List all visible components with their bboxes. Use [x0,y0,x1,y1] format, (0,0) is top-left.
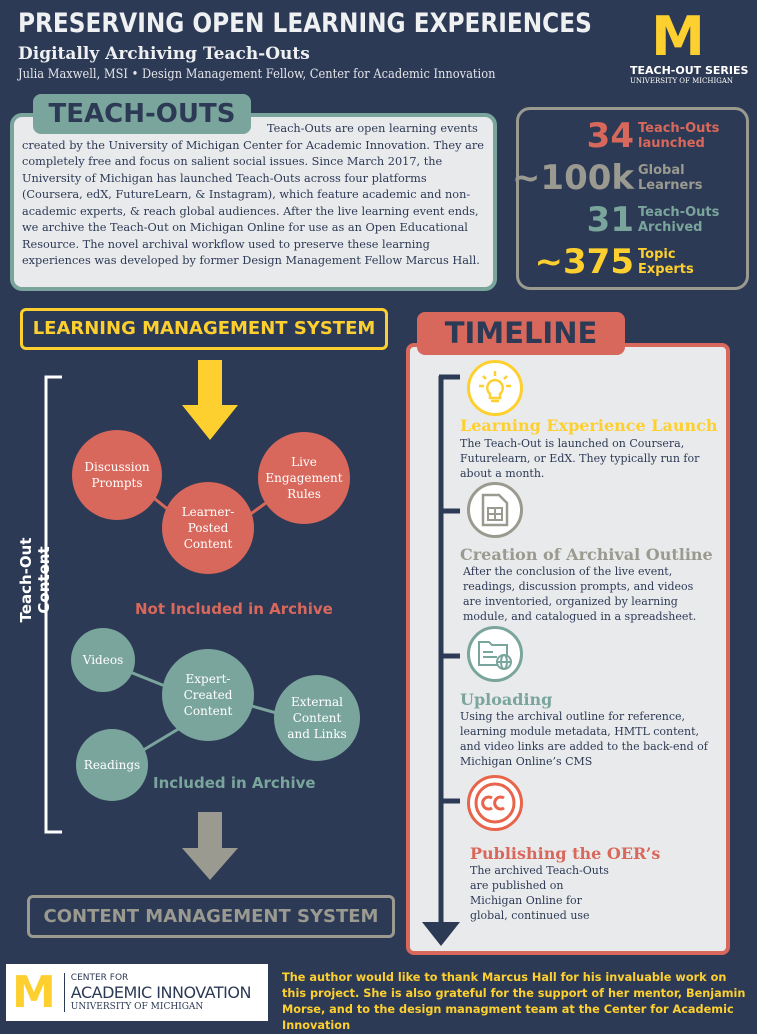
web-folder-icon [467,626,523,682]
not-included-label: Not Included in Archive [135,600,333,618]
step-title: Creation of Archival Outline [460,545,713,564]
connector-line [139,726,181,754]
university-label: UNIVERSITY OF MICHIGAN [630,77,734,85]
academic-innovation-logo: M CENTER FOR ACADEMIC INNOVATION UNIVERS… [6,964,268,1021]
gray-down-arrow [182,812,238,880]
step-title: Publishing the OER’s [470,844,661,863]
stat-value: ~100k [511,158,634,198]
poster-subtitle: Digitally Archiving Teach-Outs [18,44,310,64]
lms-box: LEARNING MANAGEMENT SYSTEM [20,308,388,350]
step-text: After the conclusion of the live event, … [463,565,697,623]
poster-title: PRESERVING OPEN LEARNING EXPERIENCES [18,8,592,39]
timeline-heading: TIMELINE [417,312,625,355]
expert-created-circle: Expert-Created Content [162,649,254,741]
block-m-logo: M [12,966,56,1018]
step-text: The archived Teach-Outs are published on… [470,864,609,922]
step-text: Using the archival outline for reference… [460,710,708,768]
logo-top: CENTER FOR [70,973,129,983]
step-title: Uploading [460,690,553,709]
creative-commons-icon [467,775,523,831]
learner-posted-circle: Learner-Posted Content [162,482,254,574]
spreadsheet-icon [467,482,523,538]
acknowledgements: The author would like to thank Marcus Ha… [282,971,746,1032]
series-label: TEACH-OUT SERIES [630,64,749,77]
readings-circle: Readings [76,729,148,801]
included-label: Included in Archive [153,774,316,792]
logo-bottom: UNIVERSITY OF MICHIGAN [70,1002,204,1012]
discussion-prompts-circle: Discussion Prompts [72,430,162,520]
intro-box: Teach-Outs are open learning events crea… [10,113,497,291]
lightbulb-icon [467,360,523,416]
intro-heading: TEACH-OUTS [33,94,251,134]
teach-out-content-label: Teach-Out Content [17,537,53,623]
logo-main: ACADEMIC INNOVATION [70,983,252,1002]
intro-text: Teach-Outs are open learning events crea… [22,122,484,267]
author-line: Julia Maxwell, MSI • Design Management F… [18,67,496,82]
cms-box: CONTENT MANAGEMENT SYSTEM [27,895,395,938]
teach-out-series-logo: M TEACH-OUT SERIES UNIVERSITY OF MICHIGA… [630,5,749,86]
yellow-down-arrow [182,360,238,440]
external-content-circle: External Content and Links [274,675,360,761]
step-title: Learning Experience Launch [460,416,718,435]
block-m-logo: M [651,5,705,68]
videos-circle: Videos [71,628,135,692]
live-engagement-circle: Live Engagement Rules [258,432,350,524]
timeline-box [406,343,730,955]
step-text: The Teach-Out is launched on Coursera, F… [460,437,700,480]
stat-value: 34 [586,116,634,156]
stat-value: 31 [586,200,634,240]
content-bracket [44,375,62,834]
stat-value: ~375 [534,242,634,282]
